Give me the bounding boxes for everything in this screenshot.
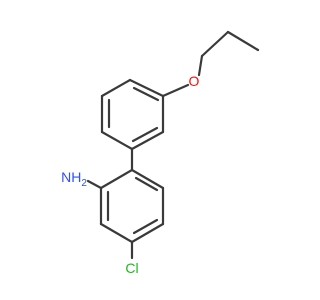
bond-ring1-6 bbox=[100, 78, 132, 98]
bond-ring2-1-inner bbox=[134, 176, 159, 192]
bond-ring2-4 bbox=[99, 222, 134, 244]
bond-ring2-6 bbox=[99, 168, 134, 190]
amine-label-subscript: 2 bbox=[81, 178, 87, 189]
chlorine-label: Cl bbox=[125, 260, 138, 276]
bonds bbox=[86, 30, 260, 260]
amine-label: NH2 bbox=[61, 169, 87, 189]
bond-ethyl-c-c2 bbox=[226, 30, 260, 52]
bond-ring2-3-inner bbox=[132, 218, 159, 235]
bond-ring1-3-inner bbox=[131, 126, 159, 143]
bond-ring1-3 bbox=[130, 130, 165, 151]
bond-o-ch2 bbox=[197, 54, 204, 77]
bond-ethyl-c-c bbox=[200, 30, 230, 58]
structure-diagram: O NH2 Cl bbox=[61, 30, 260, 276]
bond-ring2-3 bbox=[130, 222, 165, 244]
bond-c-n bbox=[86, 179, 103, 190]
bond-ring-o bbox=[161, 83, 190, 98]
bond-ring1-1-inner bbox=[132, 86, 160, 102]
bond-ring2-1 bbox=[130, 168, 165, 190]
amine-label-main: NH bbox=[61, 169, 81, 185]
bond-ring1-1 bbox=[128, 78, 165, 98]
atom-labels: O NH2 Cl bbox=[61, 73, 199, 276]
bond-ring1-4 bbox=[100, 130, 134, 151]
oxygen-label: O bbox=[189, 73, 200, 89]
